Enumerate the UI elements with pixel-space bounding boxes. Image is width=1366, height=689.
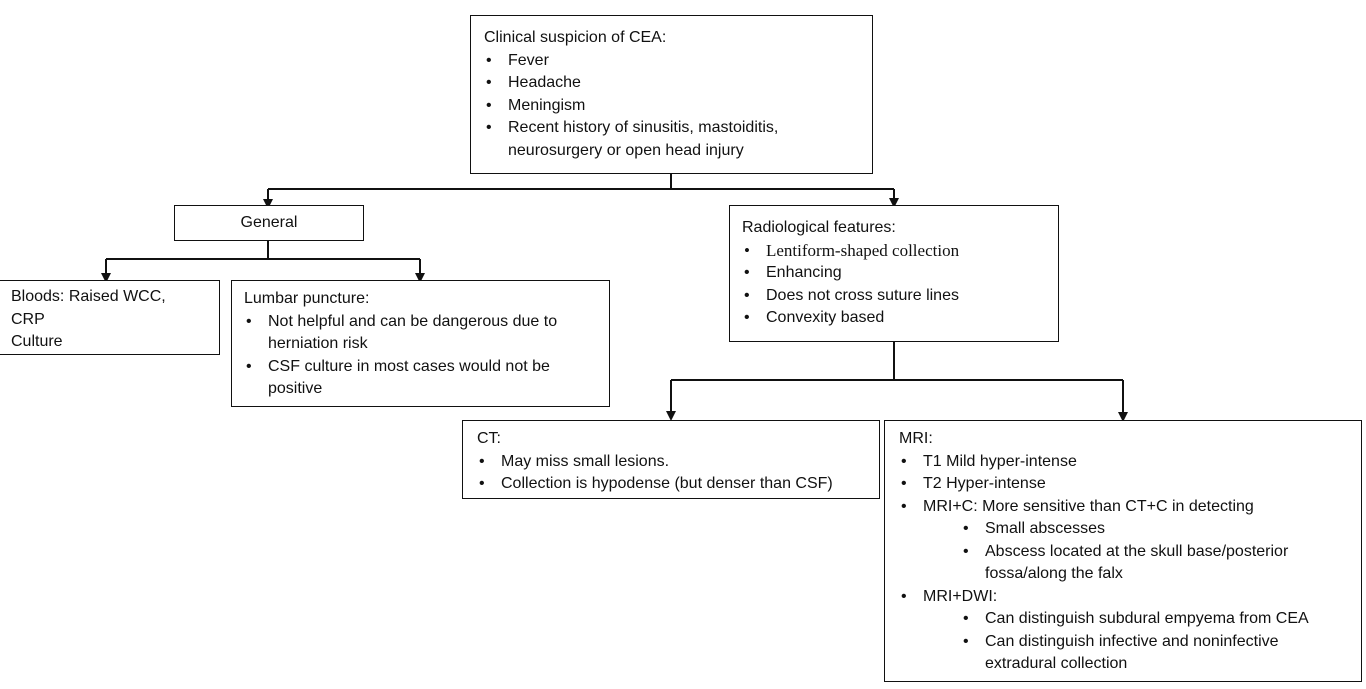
clinical-suspicion-title: Clinical suspicion of CEA: — [484, 29, 667, 46]
ct-box: CT: May miss small lesions. Collection i… — [462, 420, 880, 499]
radiological-features-box: Radiological features: Lentiform-shaped … — [729, 205, 1059, 342]
bloods-line: Bloods: Raised WCC, — [11, 288, 166, 305]
ct-title: CT: — [477, 430, 501, 447]
list-item: T2 Hyper-intense — [899, 473, 1353, 496]
clinical-suspicion-list: Fever Headache Meningism Recent history … — [484, 50, 860, 163]
list-item: Meningism — [484, 95, 860, 118]
list-item-text: T1 Mild hyper-intense — [923, 452, 1077, 470]
mri-box: MRI: T1 Mild hyper-intense T2 Hyper-inte… — [884, 420, 1362, 682]
lumbar-puncture-list: Not helpful and can be dangerous due to … — [244, 311, 599, 401]
list-item: Lentiform-shaped collection — [742, 240, 1048, 263]
list-item: Not helpful and can be dangerous due to … — [244, 311, 599, 356]
list-item: May miss small lesions. — [477, 451, 871, 474]
list-item-text: MRI+DWI: — [923, 587, 998, 605]
bloods-line: Culture — [11, 333, 63, 350]
list-item: CSF culture in most cases would not be p… — [244, 356, 599, 401]
lumbar-puncture-box: Lumbar puncture: Not helpful and can be … — [231, 280, 610, 407]
radiological-features-title: Radiological features: — [742, 219, 896, 236]
list-item: MRI+C: More sensitive than CT+C in detec… — [899, 496, 1353, 586]
list-item-text: MRI+C: More sensitive than CT+C in detec… — [923, 497, 1254, 515]
sub-list-item: Small abscesses — [961, 518, 1353, 541]
radiological-features-list: Lentiform-shaped collection Enhancing Do… — [742, 240, 1048, 330]
list-item: Fever — [484, 50, 860, 73]
mri-list: T1 Mild hyper-intense T2 Hyper-intense M… — [899, 451, 1353, 676]
lumbar-puncture-title: Lumbar puncture: — [244, 290, 370, 307]
list-item: Does not cross suture lines — [742, 285, 1048, 308]
ct-list: May miss small lesions. Collection is hy… — [477, 451, 871, 496]
bloods-line: CRP — [11, 310, 45, 328]
list-item: Headache — [484, 72, 860, 95]
list-item: Enhancing — [742, 262, 1048, 285]
bloods-box: Bloods: Raised WCC, CRP Culture — [0, 280, 220, 355]
general-title: General — [240, 214, 298, 231]
list-item: Collection is hypodense (but denser than… — [477, 473, 871, 496]
list-item-text: T2 Hyper-intense — [923, 475, 1046, 492]
mri-title: MRI: — [899, 430, 933, 447]
list-item: Recent history of sinusitis, mastoiditis… — [484, 117, 860, 162]
sub-list-item: Can distinguish infective and noninfecti… — [961, 631, 1353, 676]
list-item: MRI+DWI: Can distinguish subdural empyem… — [899, 586, 1353, 676]
mri-contrast-sublist: Small abscesses Abscess located at the s… — [961, 518, 1353, 586]
list-item: T1 Mild hyper-intense — [899, 451, 1353, 474]
list-item: Convexity based — [742, 307, 1048, 330]
mri-dwi-sublist: Can distinguish subdural empyema from CE… — [961, 608, 1353, 676]
clinical-suspicion-box: Clinical suspicion of CEA: Fever Headach… — [470, 15, 873, 174]
sub-list-item: Abscess located at the skull base/poster… — [961, 541, 1353, 586]
general-box: General — [174, 205, 364, 241]
sub-list-item: Can distinguish subdural empyema from CE… — [961, 608, 1353, 631]
